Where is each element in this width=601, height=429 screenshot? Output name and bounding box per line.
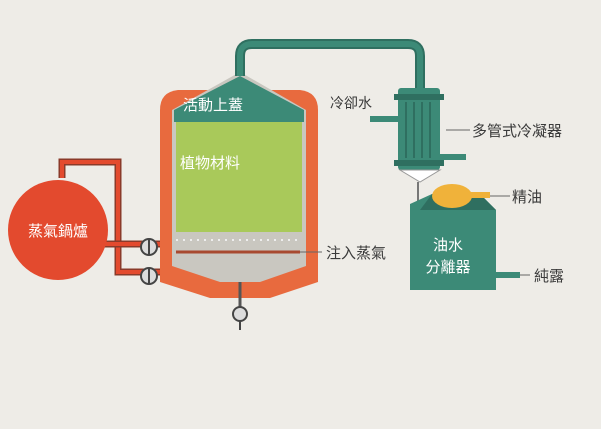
multi-tube-condenser (370, 88, 466, 183)
oil-water-separator: 油水 分離器 (410, 184, 520, 290)
essential-oil-label: 精油 (512, 188, 542, 206)
drain-valve-icon (232, 306, 248, 322)
plant-material (176, 122, 302, 232)
condenser-label: 多管式冷凝器 (472, 122, 562, 140)
oil-outlet (470, 192, 490, 198)
boiler-body (8, 180, 108, 280)
separator-label-line1: 油水 (433, 236, 463, 254)
condenser-cap-bottom (394, 160, 444, 166)
vessel-lid (174, 76, 304, 122)
plant-material-label: 植物材料 (180, 154, 240, 172)
distillation-vessel: 活動上蓋 植物材料 (160, 72, 318, 330)
cooling-water-outlet (440, 154, 466, 160)
boiler-label: 蒸氣鍋爐 (28, 222, 88, 240)
lid-label: 活動上蓋 (183, 96, 243, 114)
steam-valves (140, 238, 158, 285)
condenser-cap-top (394, 94, 444, 100)
separator-label-line2: 分離器 (425, 258, 470, 276)
hydrosol-label: 純露 (534, 267, 564, 285)
condenser-body (398, 88, 440, 170)
essential-oil-drop (432, 184, 472, 208)
inject-steam-label: 注入蒸氣 (326, 244, 386, 262)
steam-boiler: 蒸氣鍋爐 (8, 180, 108, 280)
vapour-pipe-outline (235, 39, 425, 92)
separator-body (410, 194, 496, 290)
cooling-water-label: 冷卻水 (330, 96, 372, 112)
condenser-funnel (398, 169, 442, 183)
cooling-water-inlet (370, 116, 398, 122)
vapour-pipe (235, 39, 425, 92)
vapour-pipe-fill (237, 41, 423, 92)
hydrosol-outlet (496, 272, 520, 278)
